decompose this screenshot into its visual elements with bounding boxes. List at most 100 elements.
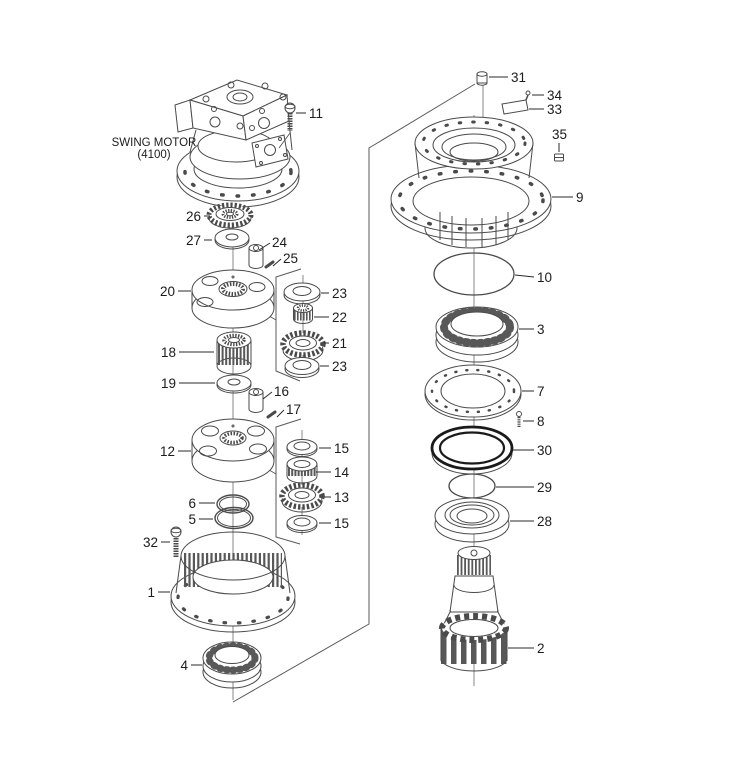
- part-23b-washer: [284, 357, 320, 378]
- part-21-gear: [280, 330, 326, 362]
- svg-text:10: 10: [537, 270, 552, 285]
- callout-21: 21: [324, 336, 347, 351]
- callout-22: 22: [314, 310, 347, 325]
- svg-text:22: 22: [332, 310, 347, 325]
- callout-18: 18: [161, 345, 214, 360]
- callout-2: 2: [508, 641, 545, 656]
- assembly-subtitle: (4100): [137, 149, 170, 161]
- main-fold-line: [232, 83, 476, 703]
- svg-text:21: 21: [332, 336, 347, 351]
- svg-text:1: 1: [147, 585, 155, 600]
- part-16-pin: [248, 388, 264, 413]
- callout-15a: 15: [319, 441, 349, 456]
- part-11-bolt: [278, 102, 296, 149]
- callout-23b: 23: [320, 359, 347, 374]
- callout-16: 16: [262, 384, 289, 400]
- callout-3: 3: [519, 322, 545, 337]
- part-34-screw: [525, 90, 531, 101]
- svg-text:15: 15: [334, 441, 349, 456]
- svg-text:25: 25: [283, 251, 298, 266]
- svg-text:32: 32: [143, 535, 158, 550]
- svg-text:26: 26: [186, 209, 201, 224]
- svg-text:27: 27: [186, 233, 201, 248]
- part-1-ring-gear: [170, 531, 296, 633]
- part-35-nut: [554, 153, 564, 162]
- svg-text:15: 15: [334, 516, 349, 531]
- part-22-gear: [293, 303, 313, 324]
- part-6-snap-ring: [216, 494, 250, 514]
- callout-5: 5: [188, 512, 213, 527]
- part-12-planet-carrier: [191, 418, 275, 483]
- part-17-pin: [266, 410, 277, 419]
- sub-bracket-upper: [275, 268, 302, 382]
- part-20-planet-carrier: [191, 269, 275, 329]
- svg-text:6: 6: [188, 496, 196, 511]
- part-15b-washer: [286, 515, 318, 533]
- part-30-seal-ring: [430, 425, 514, 475]
- svg-text:17: 17: [286, 402, 301, 417]
- part-18-sun-gear: [216, 331, 252, 375]
- part-27-washer: [214, 228, 250, 250]
- callout-19: 19: [161, 376, 215, 391]
- svg-text:28: 28: [537, 514, 552, 529]
- part-26-gear: [206, 202, 254, 229]
- callout-1: 1: [147, 585, 170, 600]
- callout-17: 17: [276, 402, 301, 418]
- callout-33: 33: [529, 102, 562, 117]
- part-15a-washer: [286, 439, 318, 457]
- part-5-ring: [214, 506, 254, 530]
- part-13-gear: [279, 482, 325, 513]
- part-24-pin: [248, 244, 264, 269]
- callout-23a: 23: [321, 286, 347, 301]
- callout-29: 29: [496, 480, 552, 495]
- part-14-needle-bearing: [286, 456, 318, 484]
- callout-24: 24: [258, 235, 288, 251]
- callout-14: 14: [316, 465, 350, 480]
- part-2-pinion-shaft: [439, 546, 509, 672]
- callout-6: 6: [188, 496, 215, 511]
- svg-text:18: 18: [161, 345, 176, 360]
- callouts: SWING MOTOR (4100) 11 26 27 24 25 20 23 …: [112, 70, 584, 673]
- svg-text:9: 9: [576, 190, 584, 205]
- svg-text:20: 20: [160, 284, 175, 299]
- callout-8: 8: [523, 414, 545, 429]
- callout-9: 9: [552, 190, 584, 205]
- svg-text:19: 19: [161, 376, 176, 391]
- callout-26: 26: [186, 209, 210, 224]
- svg-text:12: 12: [160, 444, 175, 459]
- sub-bracket-lower: [275, 418, 302, 545]
- part-28-seal: [434, 497, 510, 543]
- callout-7: 7: [522, 384, 545, 399]
- svg-text:2: 2: [537, 641, 545, 656]
- part-23a-washer: [283, 282, 321, 305]
- part-29-o-ring: [448, 473, 496, 499]
- part-33-plate: [501, 99, 529, 115]
- part-3-bearing: [435, 306, 519, 363]
- callout-32: 32: [143, 535, 170, 550]
- svg-text:8: 8: [537, 414, 545, 429]
- svg-text:14: 14: [334, 465, 350, 480]
- callout-20: 20: [160, 284, 191, 299]
- callout-13: 13: [324, 490, 349, 505]
- callout-15b: 15: [319, 516, 349, 531]
- assembly-title: SWING MOTOR: [112, 137, 197, 149]
- part-4-bearing: [202, 641, 262, 689]
- callout-31: 31: [489, 70, 526, 85]
- part-25-pin: [264, 260, 275, 269]
- callout-12: 12: [160, 444, 191, 459]
- svg-text:23: 23: [332, 359, 347, 374]
- swing-motor-illustration: [174, 79, 300, 208]
- callout-11: 11: [296, 106, 323, 121]
- svg-text:33: 33: [547, 102, 562, 117]
- svg-text:7: 7: [537, 384, 545, 399]
- callout-35: 35: [552, 127, 567, 152]
- svg-text:31: 31: [511, 70, 526, 85]
- part-10-o-ring: [433, 252, 515, 296]
- svg-text:11: 11: [309, 106, 323, 121]
- svg-text:5: 5: [188, 512, 196, 527]
- callout-27: 27: [186, 233, 212, 248]
- svg-text:30: 30: [537, 443, 552, 458]
- callout-28: 28: [510, 514, 552, 529]
